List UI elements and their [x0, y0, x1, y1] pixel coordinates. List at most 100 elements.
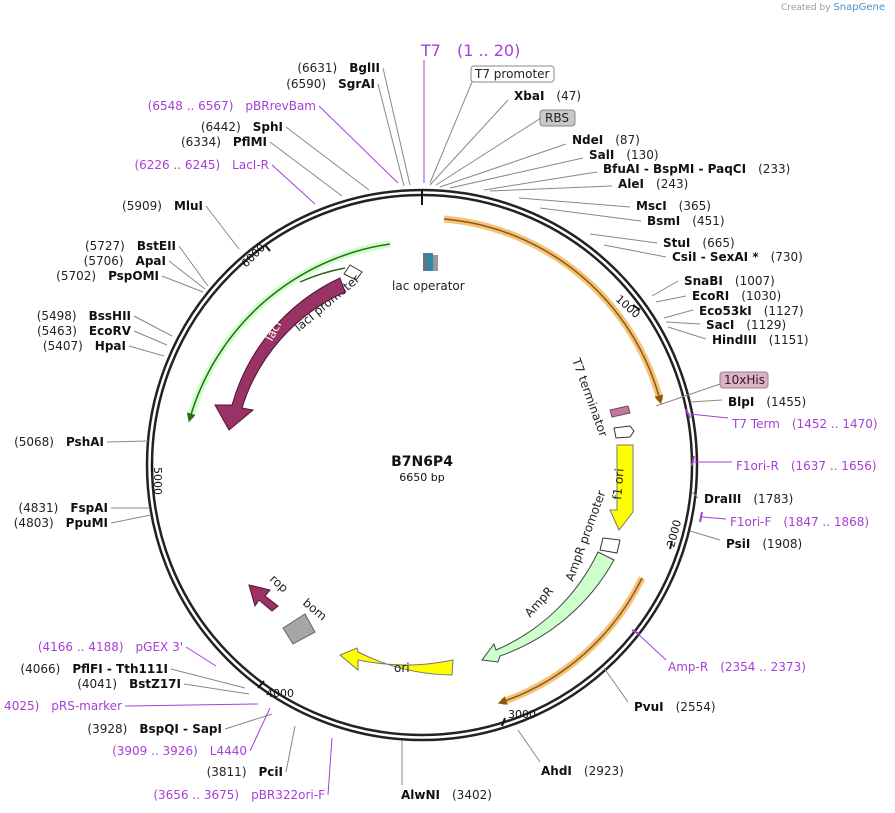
site-pfm-leader: [269, 141, 343, 197]
site-bgl-leader: [382, 67, 411, 186]
laci-promoter-arrow: [343, 264, 363, 281]
primer-t7t: T7 Term(1452 .. 1470): [731, 417, 878, 431]
site-pso: (5702)PspOMI: [56, 269, 159, 283]
site-pfm: (6334)PflMI: [181, 135, 267, 149]
lac-operator-box-3: [433, 255, 438, 271]
t7-promoter-leader: [429, 81, 473, 184]
site-ahd: AhdI(2923): [541, 764, 624, 778]
site-sal: SalI(130): [589, 148, 659, 162]
plasmid-name: B7N6P4: [391, 454, 453, 470]
site-bgl: (6631)BglII: [297, 61, 380, 75]
ori: [339, 647, 454, 676]
site-apa-leader: [168, 260, 206, 290]
plasmid-length: 6650 bp: [399, 471, 444, 484]
tick-mark-1000: [632, 304, 641, 311]
site-ecv-leader: [133, 330, 168, 346]
site-ale: AleI(243): [618, 177, 688, 191]
tick-label-5000: 5000: [151, 467, 164, 495]
site-alw: AlwNI(3402): [401, 788, 492, 802]
site-pfi-leader: [170, 668, 246, 689]
site-bsm: BsmI(451): [647, 214, 725, 228]
site-nde: NdeI(87): [572, 133, 640, 147]
rbs-box: [539, 109, 576, 127]
rop-label: rop: [267, 572, 291, 596]
site-msc: MscI(365): [636, 199, 711, 213]
tick-mark-4000: [257, 680, 265, 689]
orange-arrow-bottom: [497, 577, 643, 705]
ampr-promoter-arrow: [599, 537, 621, 554]
site-bfu: BfuAI - BspMI - PaqCI(233): [603, 162, 790, 176]
site-apa: (5706)ApaI: [84, 254, 166, 268]
green-highlight-arc: [186, 240, 391, 419]
tick-label-4000: 4000: [266, 687, 294, 700]
laci-cds: [214, 277, 346, 431]
t7-terminator-mark: [609, 405, 631, 418]
t7-label: T7(1 .. 20): [420, 41, 520, 60]
lac-operator-label: lac operator: [392, 279, 465, 293]
watermark-text: Created by: [781, 3, 831, 13]
site-psh-leader: [106, 440, 149, 443]
rbs-label: RBS: [545, 111, 569, 125]
primer-p32-leader: [327, 737, 333, 796]
t7-terminator-label: T7 terminator: [569, 355, 611, 438]
site-sac: SacI(1129): [706, 318, 786, 332]
primer-pgx: (4166 .. 4188)pGEX 3': [38, 640, 183, 654]
f1-ori: [609, 444, 634, 531]
his-tag-leader: [655, 383, 721, 407]
site-blp: BlpI(1455): [728, 395, 806, 409]
his-tag-box: [719, 371, 769, 389]
site-psh: (5068)PshAI: [14, 435, 104, 449]
site-pso-leader: [161, 275, 204, 293]
lac-operator-box-1: [423, 253, 428, 271]
f1-ori-label: f1 ori: [610, 468, 627, 500]
green-arrow: [186, 243, 391, 423]
site-dra: DraIII(1783): [704, 492, 793, 506]
site-hpa-leader: [128, 345, 165, 357]
rop-cds: [248, 584, 279, 612]
primer-l44: (3909 .. 3926)L4440: [112, 744, 247, 758]
site-sgr-leader: [377, 83, 405, 187]
primer-lac: (6226 .. 6245)LacI-R: [134, 158, 269, 172]
tick-label-3000: 3000: [508, 708, 536, 721]
site-fsp: (4831)FspAI: [18, 501, 108, 515]
watermark: Created by SnapGene: [781, 2, 885, 13]
t7-terminator-arrow: [613, 425, 635, 439]
site-bsz-leader: [183, 683, 250, 695]
orange-arrow-top: [443, 218, 664, 405]
snapgene-logo: SnapGene: [833, 2, 885, 13]
site-bsz: (4041)BstZ17I: [77, 677, 181, 691]
site-psi: PsiI(1908): [726, 537, 802, 551]
site-mlu-leader: [205, 205, 240, 250]
right-site-labels: XbaI(47) NdeI(87) SalI(130) BfuAI - BspM…: [401, 89, 809, 802]
primer-amp: Amp-R(2354 .. 2373): [668, 660, 806, 674]
primer-l44-leader: [249, 707, 271, 752]
site-sgr: (6590)SgrAI: [286, 77, 375, 91]
site-ecv: (5463)EcoRV: [37, 324, 132, 338]
site-eco: EcoRI(1030): [692, 289, 781, 303]
lac-operator-box-2: [428, 253, 433, 271]
tick-mark-6000: [264, 244, 271, 252]
rbs-leader: [435, 117, 542, 186]
site-mlu: (5909)MluI: [122, 199, 203, 213]
site-sna: SnaBI(1007): [684, 274, 775, 288]
site-bss-leader: [133, 315, 173, 337]
site-bqs: (3928)BspQI - SapI: [87, 722, 222, 736]
left-labels: (6631)BglII(6590)SgrAI(6548 .. 6567)pBRr…: [0, 61, 411, 802]
primer-f1r: F1ori-R(1637 .. 1656): [736, 459, 877, 473]
site-bss: (5498)BssHII: [37, 309, 131, 323]
site-pci: (3811)PciI: [207, 765, 283, 779]
primer-lac-leader: [271, 164, 316, 205]
bom-feature: [282, 613, 316, 645]
site-csi: CsiI - SexAI *(730): [672, 250, 803, 264]
tick-mark-3000: [501, 717, 506, 727]
site-e53: Eco53kI(1127): [699, 304, 804, 318]
ampr-cds: [481, 551, 615, 663]
t7-promoter-label: T7 promoter: [474, 67, 550, 81]
site-bqs-leader: [224, 713, 273, 730]
primer-f1f: F1ori-F(1847 .. 1868): [730, 515, 869, 529]
site-ppu: (4803)PpuMI: [14, 516, 108, 530]
ori-label: ori: [394, 661, 410, 675]
site-pci-leader: [285, 725, 296, 773]
primer-prs-leader: [124, 703, 259, 707]
